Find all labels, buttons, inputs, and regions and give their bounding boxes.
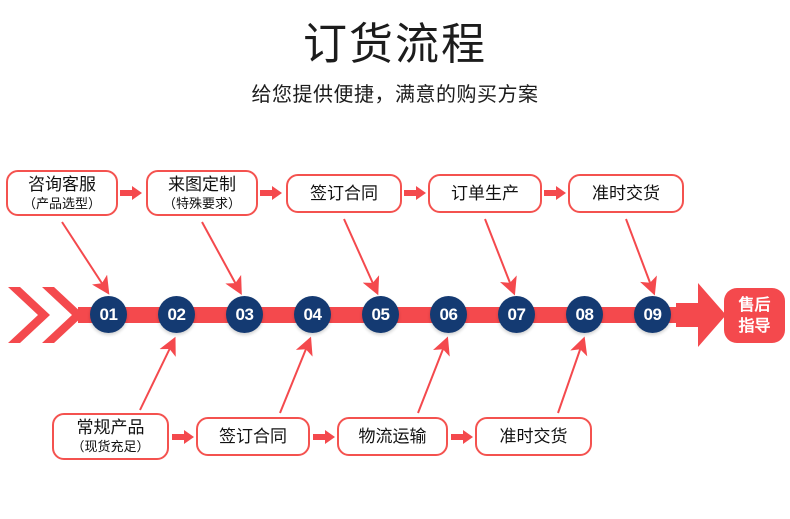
top-step-box-3[interactable]: 签订合同 <box>286 174 402 213</box>
after-sales-badge-line2: 指导 <box>738 317 771 335</box>
connector-top-3 <box>343 218 380 296</box>
connector-bottom-1 <box>139 336 176 411</box>
bottom-step-1-subtitle: （现货充足） <box>71 439 150 454</box>
chevron-right-icon-2 <box>40 285 86 345</box>
bottom-step-box-3[interactable]: 物流运输 <box>337 417 448 456</box>
connector-top-5 <box>625 218 657 296</box>
timeline-step-05[interactable]: 05 <box>362 296 399 333</box>
connector-top-4 <box>484 218 517 296</box>
bottom-step-box-2[interactable]: 签订合同 <box>196 417 310 456</box>
connector-bottom-2 <box>279 336 313 414</box>
timeline: 01 02 03 04 05 06 07 08 09 售后 指导 <box>0 283 790 348</box>
top-connector-arrow-3 <box>404 186 426 200</box>
top-step-1-title: 咨询客服 <box>28 174 96 194</box>
top-step-box-4[interactable]: 订单生产 <box>428 174 542 213</box>
bottom-step-1-title: 常规产品 <box>76 418 145 437</box>
connector-top-1 <box>61 221 110 295</box>
after-sales-badge[interactable]: 售后 指导 <box>724 288 785 343</box>
bottom-step-2-title: 签订合同 <box>219 426 287 446</box>
timeline-step-09[interactable]: 09 <box>634 296 671 333</box>
top-step-box-5[interactable]: 准时交货 <box>568 174 684 213</box>
top-step-4-title: 订单生产 <box>451 183 519 203</box>
top-step-box-1[interactable]: 咨询客服 （产品选型） <box>6 170 118 216</box>
after-sales-badge-line1: 售后 <box>738 296 771 314</box>
top-step-2-subtitle: （特殊要求） <box>162 195 241 211</box>
top-connector-arrow-2 <box>260 186 282 200</box>
chevron-right-icon-1 <box>6 285 52 345</box>
bottom-step-box-4[interactable]: 准时交货 <box>475 417 592 456</box>
top-connector-arrow-4 <box>544 186 566 200</box>
bottom-step-4-title: 准时交货 <box>499 426 568 446</box>
top-step-5-title: 准时交货 <box>592 183 660 203</box>
bottom-connector-arrow-3 <box>451 430 473 444</box>
bottom-connector-arrow-1 <box>172 430 194 444</box>
arrow-right-icon <box>676 281 726 349</box>
timeline-step-02[interactable]: 02 <box>158 296 195 333</box>
top-step-1-subtitle: （产品选型） <box>22 195 101 211</box>
timeline-step-07[interactable]: 07 <box>498 296 535 333</box>
page-title: 订货流程 <box>303 20 487 69</box>
top-step-2-title: 来图定制 <box>168 174 236 194</box>
top-step-box-2[interactable]: 来图定制 （特殊要求） <box>146 170 258 216</box>
top-connector-arrow-1 <box>120 186 142 200</box>
connector-bottom-3 <box>417 336 450 414</box>
header: 订货流程 给您提供便捷，满意的购买方案 <box>0 0 790 108</box>
bottom-step-box-1[interactable]: 常规产品 （现货充足） <box>52 413 169 460</box>
bottom-connector-arrow-2 <box>313 430 335 444</box>
bottom-step-3-title: 物流运输 <box>358 426 427 446</box>
timeline-step-01[interactable]: 01 <box>90 296 127 333</box>
timeline-step-08[interactable]: 08 <box>566 296 603 333</box>
timeline-step-04[interactable]: 04 <box>294 296 331 333</box>
top-step-3-title: 签订合同 <box>310 183 378 203</box>
connector-top-2 <box>201 221 242 296</box>
timeline-step-03[interactable]: 03 <box>226 296 263 333</box>
timeline-step-06[interactable]: 06 <box>430 296 467 333</box>
connector-bottom-4 <box>557 336 588 414</box>
page-subtitle: 给您提供便捷，满意的购买方案 <box>251 84 539 106</box>
